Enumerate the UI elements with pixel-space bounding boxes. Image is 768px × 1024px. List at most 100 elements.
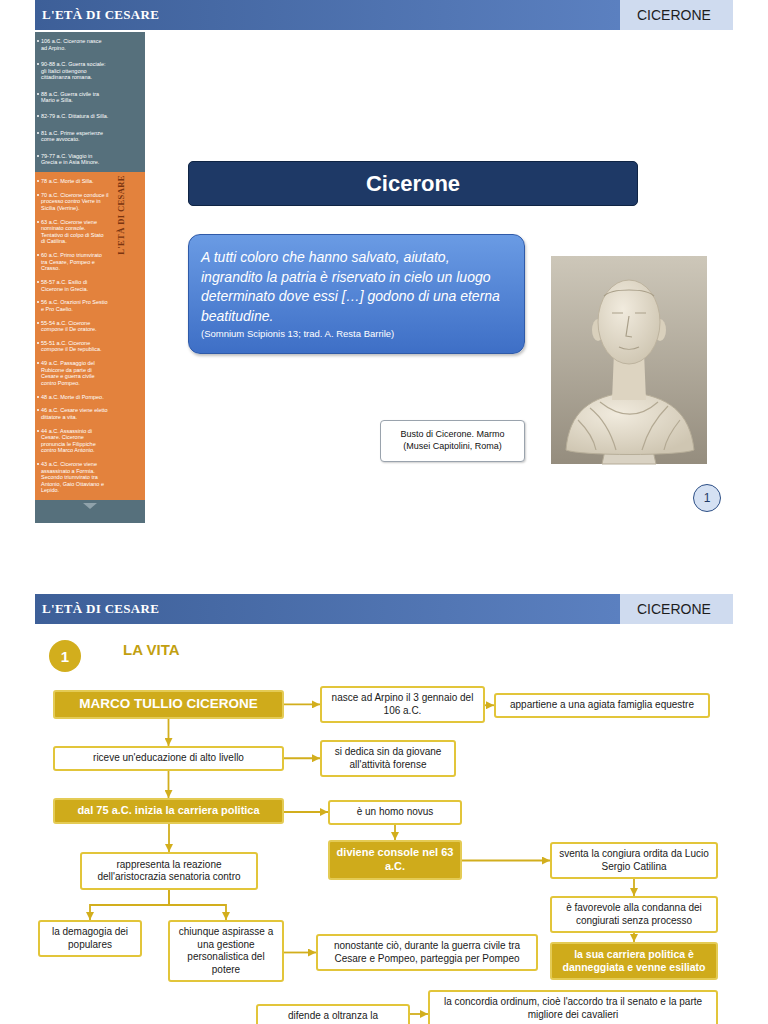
timeline-entry: 88 a.C. Guerra civile tra Mario e Silla.	[41, 91, 109, 104]
flow-arrow	[485, 704, 494, 706]
process-box: appartiene a una agiata famiglia equestr…	[494, 693, 710, 718]
process-box: riceve un'educazione di alto livello	[53, 746, 284, 771]
page-number: 1	[693, 484, 721, 512]
header-tab	[620, 0, 733, 30]
header-tab-text: CICERONE	[637, 7, 711, 23]
flow-arrow	[410, 1013, 428, 1015]
node-text: è un homo novus	[357, 806, 434, 819]
node-text: la concordia ordinum, cioè l'accordo tra…	[436, 996, 710, 1021]
header-title: L'ETÀ DI CESARE	[42, 7, 159, 23]
node-text: appartiene a una agiata famiglia equestr…	[510, 699, 694, 712]
node-text: difende a oltranza la	[288, 1010, 378, 1023]
timeline-entry: 82-79 a.C. Dittatura di Silla.	[41, 113, 109, 120]
flow-arrow	[169, 890, 226, 920]
header-tab	[620, 594, 733, 624]
node-text: nonostante ciò, durante la guerra civile…	[324, 940, 530, 965]
sidebar-period	[35, 172, 145, 500]
process-box: rappresenta la reazione dell'aristocrazi…	[80, 852, 258, 890]
node-text: la demagogia dei populares	[46, 926, 134, 951]
node-text: MARCO TULLIO CICERONE	[79, 696, 258, 713]
flow-arrow	[284, 757, 320, 759]
caption-box: Busto di Cicerone. Marmo (Musei Capitoli…	[380, 420, 525, 462]
node-text: sventa la congiura ordita da Lucio Sergi…	[558, 848, 710, 873]
sidebar-bottom	[35, 500, 145, 523]
timeline-entry: 81 a.C. Prime esperienze come avvocato.	[41, 130, 109, 143]
header-bar	[35, 0, 620, 30]
timeline-entry: 55-51 a.C. Cicerone compone il De republ…	[41, 340, 109, 353]
flow-arrow	[168, 771, 170, 799]
header-bar	[35, 594, 620, 624]
timeline-entry: 48 a.C. Morte di Pompeo.	[41, 394, 109, 401]
node-text: rappresenta la reazione dell'aristocrazi…	[88, 859, 250, 884]
process-box: la concordia ordinum, cioè l'accordo tra…	[428, 990, 718, 1024]
timeline-entry: 78 a.C. Morte di Silla.	[41, 178, 109, 185]
title-box: Cicerone	[188, 161, 638, 206]
photo-ground	[551, 256, 707, 464]
timeline-entry: 56 a.C. Orazioni Pro Sestio e Pro Caelio…	[41, 299, 109, 312]
node-text: chiunque aspirasse a una gestione person…	[176, 926, 276, 976]
flow-arrow	[394, 825, 396, 841]
head	[598, 280, 660, 364]
header-title: L'ETÀ DI CESARE	[42, 601, 159, 617]
node-text: 1	[61, 648, 69, 665]
process-box: si dedica sin da giovane all'attività fo…	[320, 740, 456, 777]
timeline-entry: 60 a.C. Primo triumvirato tra Cesare, Po…	[41, 252, 109, 272]
timeline-entry: 79-77 a.C. Viaggio in Grecia e in Asia M…	[41, 153, 109, 166]
node-text: la sua carriera politica è danneggiata e…	[558, 948, 710, 974]
timeline-entry: 46 a.C. Cesare viene eletto dittatore a …	[41, 407, 109, 420]
toga-folds	[578, 402, 680, 450]
section-title: LA VITA	[123, 641, 180, 659]
node-text: Busto di Cicerone. Marmo (Musei Capitoli…	[387, 429, 518, 452]
flow-arrow	[633, 933, 635, 942]
node-text: Cicerone	[366, 171, 460, 197]
node-text: è favorevole alla condanna dei congiurat…	[558, 902, 710, 927]
face-lines	[604, 290, 654, 349]
timeline-entry: 55-54 a.C. Cicerone compone il De orator…	[41, 320, 109, 333]
quote-box: A tutti coloro che hanno salvato, aiutat…	[188, 234, 525, 354]
key-box: MARCO TULLIO CICERONE	[53, 690, 284, 719]
key-box: diviene console nel 63 a.C.	[328, 840, 462, 880]
flow-arrow	[284, 704, 320, 706]
process-box: nonostante ciò, durante la guerra civile…	[316, 934, 538, 971]
process-box: la demagogia dei populares	[38, 920, 142, 957]
node-text: diviene console nel 63 a.C.	[336, 846, 454, 874]
bust-illustration	[551, 256, 707, 464]
scroll-triangle	[83, 503, 97, 509]
flow-arrow	[284, 811, 328, 813]
process-box: difende a oltranza la	[256, 1004, 410, 1024]
node-text: (Somnium Scipionis 13; trad. A. Resta Ba…	[201, 328, 394, 340]
flow-arrow	[462, 860, 550, 862]
process-box: sventa la congiura ordita da Lucio Sergi…	[550, 842, 718, 879]
sidebar-top	[35, 32, 145, 172]
period-label: L'ETÀ DI CESARE	[116, 175, 126, 255]
key-box: la sua carriera politica è danneggiata e…	[550, 942, 718, 980]
process-box: chiunque aspirasse a una gestione person…	[168, 920, 284, 982]
flow-arrow	[90, 890, 169, 920]
process-box: è un homo novus	[328, 800, 462, 825]
node-text: dal 75 a.C. inizia la carriera politica	[77, 804, 259, 818]
timeline-entry: 58-57 a.C. Esilio di Cicerone in Grecia.	[41, 279, 109, 292]
timeline-entry: 44 a.C. Assassinio di Cesare. Cicerone p…	[41, 428, 109, 454]
timeline-entry: 43 a.C. Cicerone viene assassinato a For…	[41, 461, 109, 494]
header-tab-text: CICERONE	[637, 601, 711, 617]
timeline-entry: 70 a.C. Cicerone conduce il processo con…	[41, 192, 109, 212]
timeline-entry: 106 a.C. Cicerone nasce ad Arpino.	[41, 38, 109, 51]
flow-arrow	[284, 952, 316, 954]
timeline-entry: 90-88 a.C. Guerra sociale: gli Italici o…	[41, 61, 109, 81]
flow-arrow	[633, 879, 635, 896]
node-text: nasce ad Arpino il 3 gennaio del 106 a.C…	[328, 692, 477, 717]
timeline-entry: 49 a.C. Passaggio del Rubicone da parte …	[41, 360, 109, 386]
node-text: riceve un'educazione di alto livello	[93, 752, 244, 765]
section-number: 1	[49, 640, 81, 672]
node-text: A tutti coloro che hanno salvato, aiutat…	[201, 248, 512, 326]
process-box: nasce ad Arpino il 3 gennaio del 106 a.C…	[320, 686, 485, 723]
flow-arrow	[168, 824, 170, 852]
node-text: 1	[704, 491, 711, 505]
node-text: si dedica sin da giovane all'attività fo…	[328, 746, 448, 771]
toga	[566, 392, 694, 455]
process-box: è favorevole alla condanna dei congiurat…	[550, 896, 718, 933]
key-box: dal 75 a.C. inizia la carriera politica	[53, 798, 284, 824]
flow-arrow	[168, 719, 170, 746]
timeline-entry: 63 a.C. Cicerone viene nominato console.…	[41, 219, 109, 245]
